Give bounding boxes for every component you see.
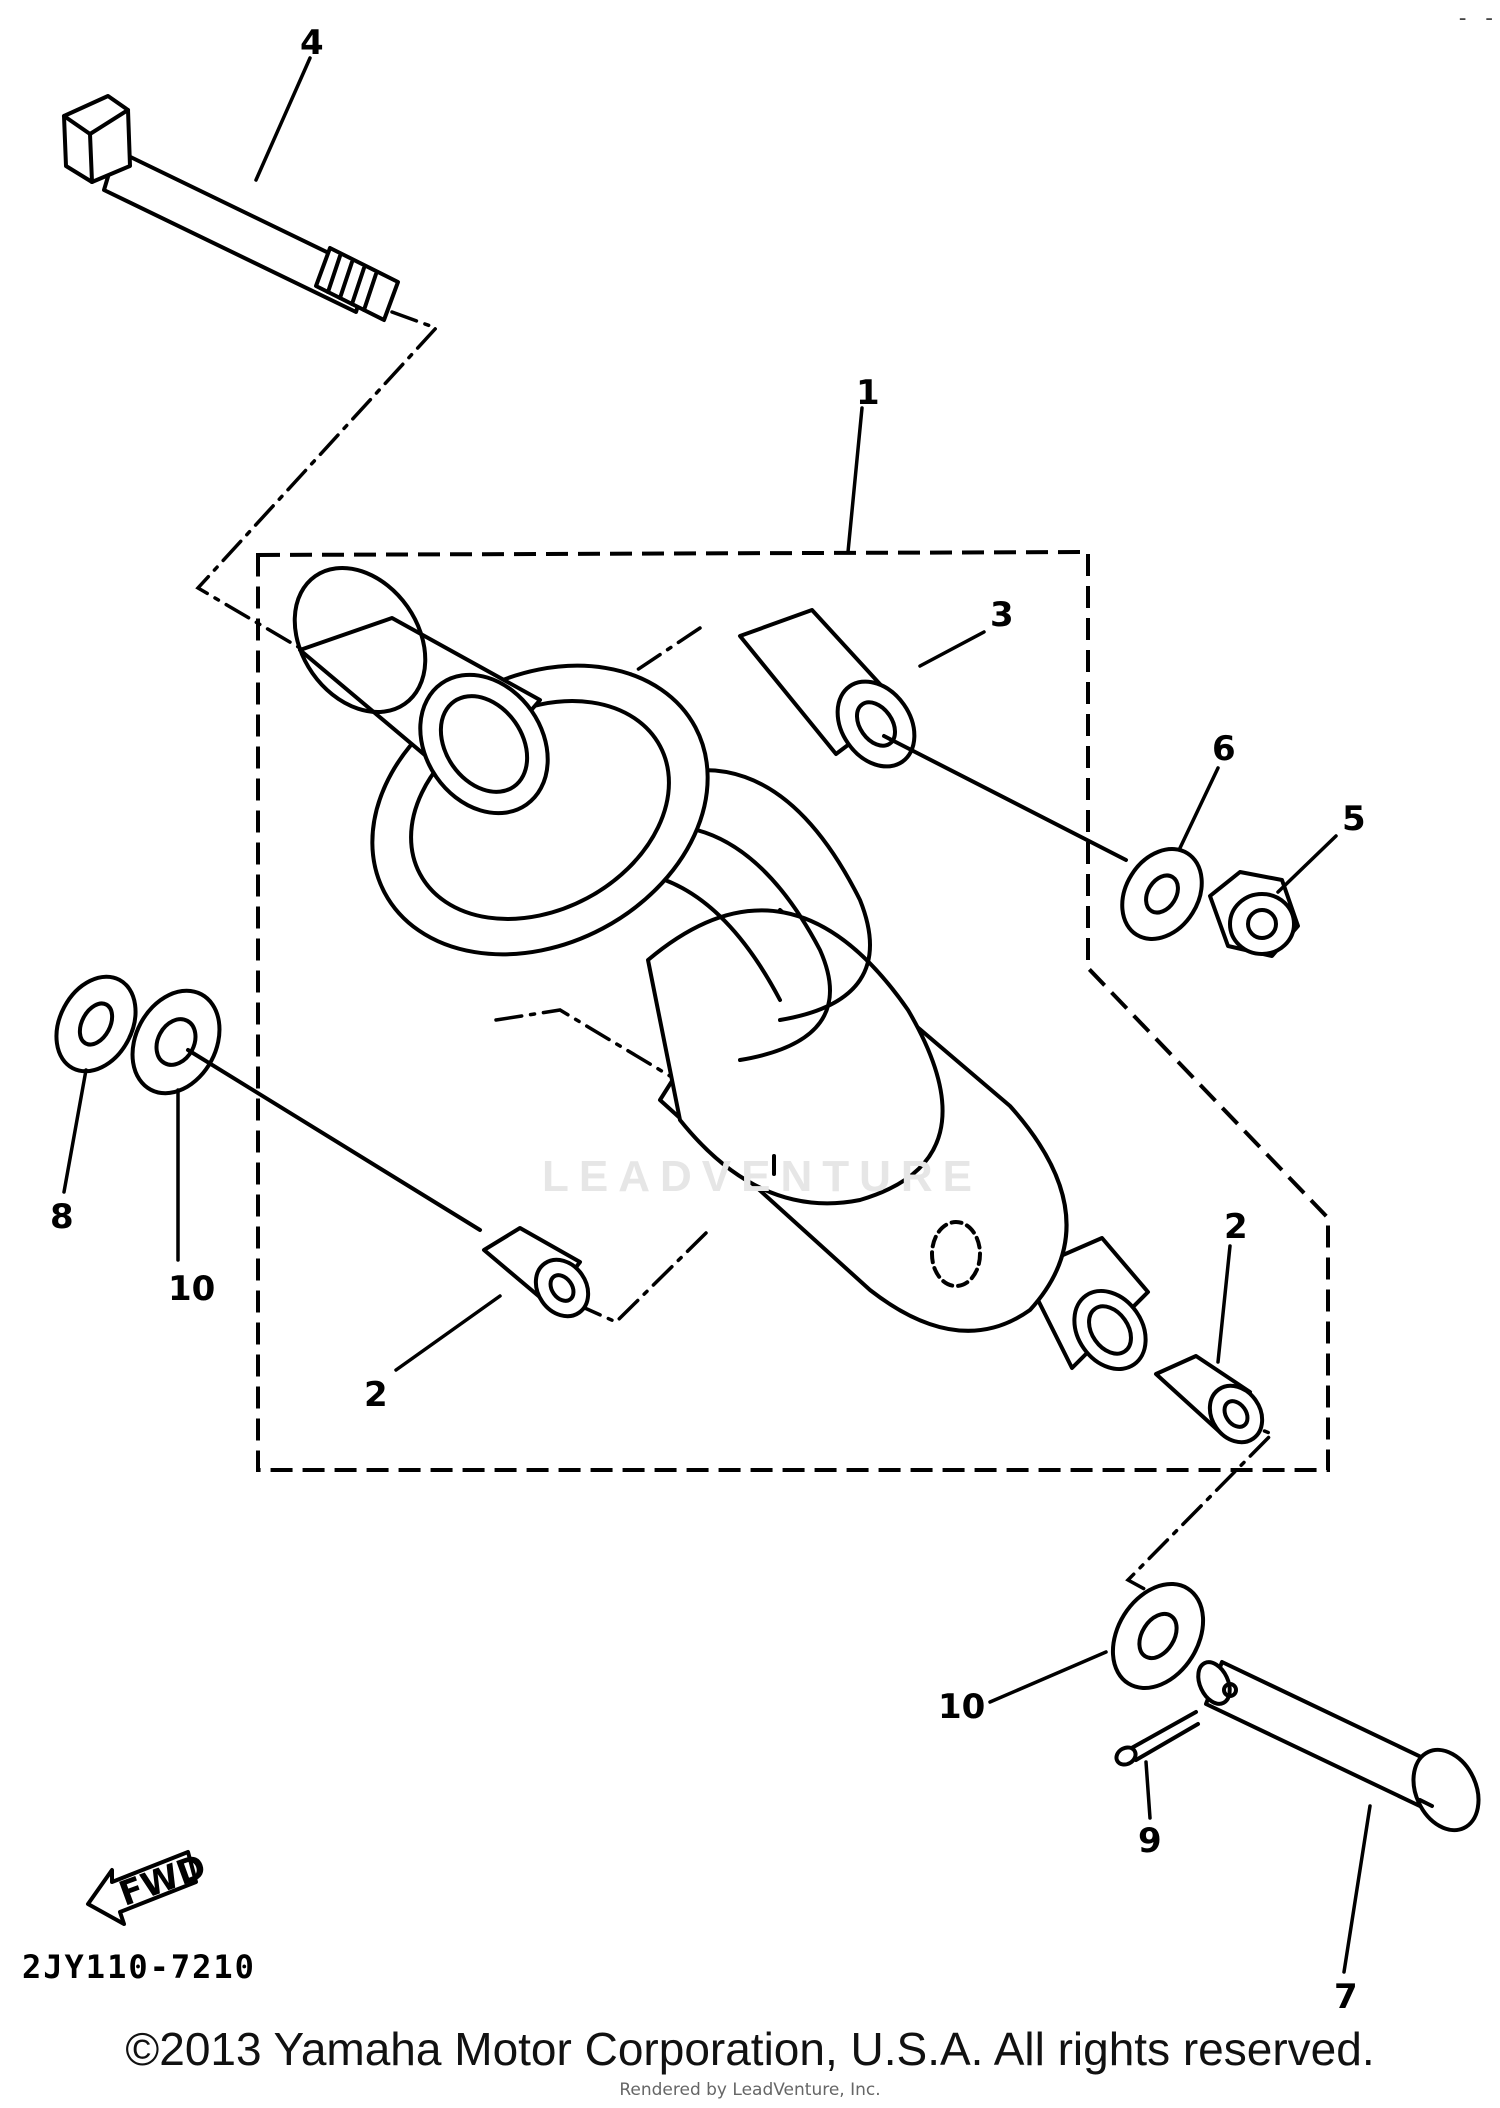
part-6-washer — [1120, 847, 1204, 941]
callout-10a: 10 — [168, 1269, 215, 1309]
shock-adjuster-detail — [930, 1220, 982, 1288]
part-10-bushing-bottom — [1110, 1581, 1206, 1691]
pin-tip-hole — [1222, 1682, 1238, 1698]
callout-3: 3 — [990, 595, 1014, 635]
part-9-cotter-pin — [1114, 1710, 1200, 1767]
shock-upper-eye-bore — [418, 672, 550, 816]
part-5-nut — [1208, 870, 1300, 958]
shock-body-cap — [292, 565, 428, 715]
callout-leaders — [62, 56, 1372, 1974]
part-7-pin — [1196, 1660, 1481, 1833]
nut-bore — [1246, 908, 1278, 940]
bushing-left-outer — [130, 988, 222, 1096]
callout-9: 9 — [1138, 1821, 1162, 1861]
callout-10b: 10 — [938, 1687, 985, 1727]
cotter-pin-leg-a — [1126, 1710, 1198, 1752]
collar-right-bore — [1222, 1399, 1250, 1429]
part-3-collar — [738, 608, 1128, 862]
collar-top-end — [835, 679, 917, 769]
diagram-reference-code: 2JY110-7210 — [22, 1948, 256, 1986]
callout-5: 5 — [1342, 799, 1366, 839]
nut-face — [1228, 892, 1296, 956]
callout-6: 6 — [1212, 729, 1236, 769]
washer-8-inner — [77, 1001, 115, 1047]
fwd-label: FWD — [114, 1847, 211, 1915]
callout-numbers: 1 2 2 3 4 5 6 7 8 9 10 10 — [50, 23, 1366, 2017]
fwd-arrow-shape — [86, 1850, 198, 1926]
washer-6-inner — [1144, 873, 1180, 915]
pin-head-slot — [1418, 1798, 1434, 1808]
part-4-bolt — [62, 94, 400, 322]
part-2-collar-left — [482, 1226, 591, 1319]
part-2-collar-right — [1154, 1354, 1265, 1445]
pin-shank — [1204, 1660, 1442, 1810]
leader-2b — [1216, 1244, 1232, 1364]
shock-spring-lower-seat — [646, 908, 945, 1206]
washer-8-outer — [54, 974, 138, 1074]
collar-left-bore — [548, 1273, 576, 1303]
copyright-notice: ©2013 Yamaha Motor Corporation, U.S.A. A… — [125, 2023, 1375, 2075]
corner-mark: - - — [1456, 6, 1496, 31]
part-10-bushing-left — [130, 988, 482, 1232]
bushing-left-axis — [186, 1048, 482, 1232]
shock-upper-eye-inner — [438, 694, 530, 794]
bolt-head-face — [62, 108, 130, 184]
part-1-shock-absorber — [292, 565, 1150, 1371]
bushing-bottom-outer — [1110, 1581, 1206, 1691]
leader-3 — [918, 630, 986, 668]
assembly-boundary — [256, 549, 1330, 1472]
bushing-bottom-inner — [1137, 1611, 1179, 1661]
collar-right-end — [1207, 1383, 1265, 1445]
part-8-washer — [54, 974, 138, 1074]
pin-tip — [1196, 1660, 1232, 1706]
callout-4: 4 — [300, 23, 324, 63]
rendered-by-notice: Rendered by LeadVenture, Inc. — [619, 2080, 881, 2100]
leader-8 — [62, 1068, 88, 1194]
callout-2b: 2 — [1224, 1207, 1248, 1247]
bolt-head — [62, 94, 132, 184]
cotter-pin-leg-b — [1134, 1722, 1200, 1762]
bolt-thread-lines — [326, 254, 378, 312]
fwd-arrow: FWD — [86, 1847, 211, 1926]
watermark: LEADVENTURE — [541, 1152, 983, 1201]
leader-10b — [988, 1650, 1108, 1704]
callout-7: 7 — [1334, 1977, 1358, 2017]
cotter-pin-eye — [1114, 1745, 1138, 1767]
leader-2a — [394, 1294, 502, 1372]
callout-8: 8 — [50, 1197, 74, 1237]
collar-top-bore — [854, 700, 898, 748]
collar-left-end — [533, 1257, 591, 1319]
callout-2a: 2 — [364, 1375, 388, 1415]
guide-collar-right — [1125, 1416, 1276, 1594]
collar-top-axis — [882, 734, 1128, 862]
leader-1 — [846, 406, 864, 554]
leader-4 — [254, 56, 312, 182]
leader-5 — [1276, 834, 1338, 894]
guide-bolt-top — [195, 310, 440, 650]
leader-6 — [1178, 766, 1220, 850]
leader-7 — [1342, 1804, 1372, 1974]
callout-1: 1 — [856, 373, 880, 413]
shock-lower-eye-inner — [1087, 1304, 1133, 1356]
washer-6-outer — [1120, 847, 1204, 941]
leader-9 — [1144, 1760, 1152, 1820]
pin-head — [1411, 1747, 1481, 1833]
